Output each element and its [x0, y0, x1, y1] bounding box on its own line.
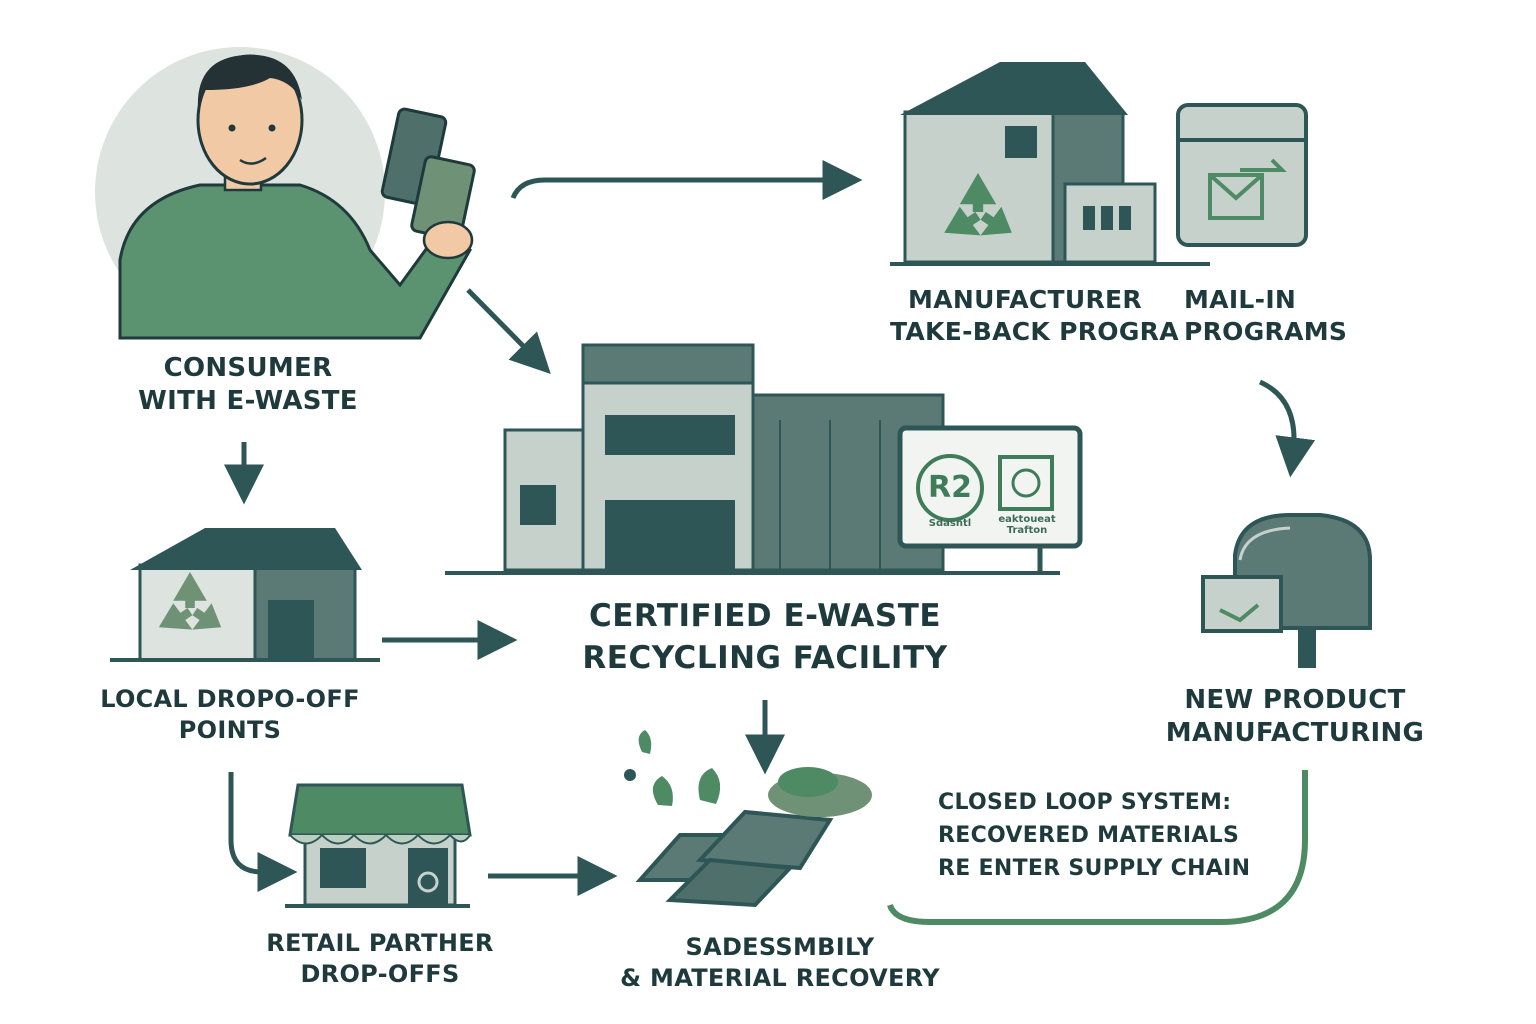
consumer-illustration [95, 47, 476, 340]
manufacturer-label-line2: TAKE-BACK PROGRA [890, 317, 1179, 346]
facility-label-line2: RECYCLING FACILITY [582, 639, 948, 676]
new-product-label-line2: MANUFACTURING [1165, 718, 1425, 749]
consumer-label-line1: CONSUMER [163, 353, 333, 383]
r2-badge-text: R2 [928, 470, 972, 505]
closed-loop-note: CLOSED LOOP SYSTEM: RECOVERED MATERIALS … [938, 786, 1268, 885]
arrow-dropoff-to-retail [228, 772, 298, 892]
facility-label-line1: CERTIFIED E-WASTE [588, 598, 942, 634]
recovered-materials [624, 730, 872, 908]
consumer-hair [197, 54, 302, 110]
consumer-phone-device [380, 107, 476, 260]
mail-in-label: MAIL-IN PROGRAMS [1184, 284, 1364, 348]
retail-storefront [285, 783, 472, 908]
certification-sign [897, 425, 1083, 573]
manufacturer-label: MANUFACTURER TAKE-BACK PROGRA [890, 284, 1179, 348]
manufacturer-building [890, 62, 1210, 266]
mail-in-label-line1: MAIL-IN [1184, 285, 1297, 314]
recovery-label: SADESSMBILY & MATERIAL RECOVERY [600, 932, 960, 993]
retail-label-line2: DROP-OFFS [300, 959, 460, 988]
retail-label: RETAIL PARTHER DROP-OFFS [245, 928, 515, 989]
closed-loop-line1: CLOSED LOOP SYSTEM: [938, 790, 1232, 815]
mailbox [1201, 513, 1372, 668]
recovery-label-line2: & MATERIAL RECOVERY [620, 963, 940, 992]
facility-label: CERTIFIED E-WASTE RECYCLING FACILITY [560, 596, 970, 680]
manufacturer-label-line1: MANUFACTURER [908, 285, 1142, 314]
new-product-label: NEW PRODUCT MANUFACTURING [1145, 684, 1445, 751]
new-product-label-line1: NEW PRODUCT [1184, 685, 1406, 715]
arrow-consumer-to-manufacturer [510, 160, 863, 200]
mail-in-label-line2: PROGRAMS [1184, 317, 1348, 346]
cert-caption-line2: Trafton [1006, 525, 1048, 536]
r2-caption: Sdasntl [928, 518, 972, 529]
local-dropoff-label: LOCAL DROPO-OFF POINTS [90, 684, 370, 745]
local-dropoff-building [110, 528, 380, 662]
consumer-shirt [118, 183, 472, 340]
cert-caption: eaktoueat Trafton [992, 514, 1062, 536]
closed-loop-line [887, 770, 1308, 925]
cert-caption-line1: eaktoueat [998, 514, 1056, 525]
consumer-label: CONSUMER WITH E-WASTE [118, 352, 378, 419]
retail-label-line1: RETAIL PARTHER [266, 929, 494, 957]
consumer-label-line2: WITH E-WASTE [138, 386, 358, 417]
local-dropoff-label-line2: POINTS [178, 715, 282, 744]
recovery-label-line1: SADESSMBILY [685, 933, 875, 961]
closed-loop-line2: RECOVERED MATERIALS [938, 823, 1240, 848]
mail-in-card [1176, 103, 1308, 247]
local-dropoff-label-line1: LOCAL DROPO-OFF [100, 685, 360, 713]
closed-loop-line3: RE ENTER SUPPLY CHAIN [938, 856, 1251, 881]
arrow-mail-in-to-mailbox [1258, 379, 1316, 478]
flow-arrows [224, 160, 1316, 896]
arrow-consumer-to-facility [466, 288, 551, 375]
